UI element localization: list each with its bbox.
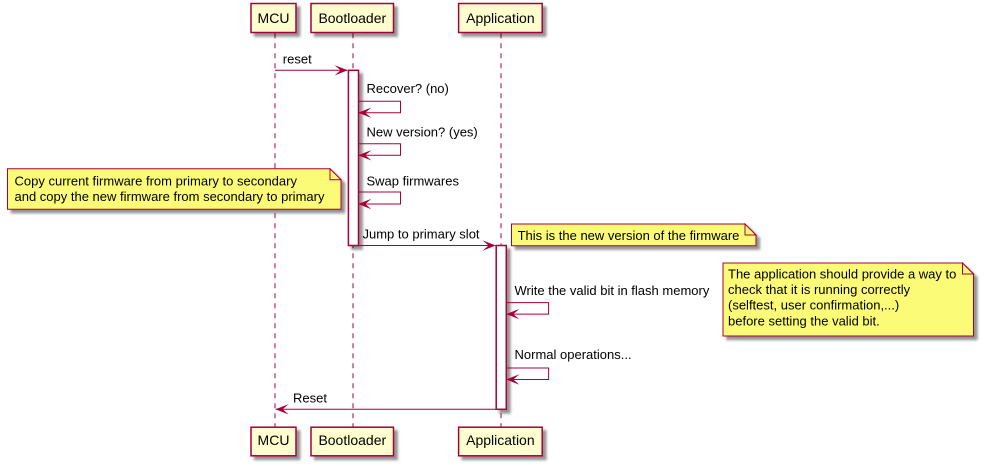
svg-text:Swap firmwares: Swap firmwares [367, 174, 460, 189]
svg-text:Application: Application [466, 10, 535, 26]
svg-text:Bootloader: Bootloader [318, 432, 386, 448]
svg-text:Application: Application [466, 432, 535, 448]
svg-text:reset: reset [283, 51, 312, 66]
svg-text:Bootloader: Bootloader [318, 10, 386, 26]
svg-text:This is the new version of the: This is the new version of the firmware [518, 228, 740, 243]
svg-text:(selftest, user confirmation,.: (selftest, user confirmation,...) [728, 298, 899, 313]
svg-text:before setting the valid bit.: before setting the valid bit. [728, 313, 880, 328]
svg-text:MCU: MCU [258, 432, 290, 448]
svg-text:Recover? (no): Recover? (no) [367, 81, 449, 96]
svg-text:Jump to primary slot: Jump to primary slot [363, 227, 480, 242]
svg-text:Write the valid bit in flash m: Write the valid bit in flash memory [515, 283, 710, 298]
svg-text:Normal operations...: Normal operations... [515, 347, 632, 362]
svg-text:and copy the new firmware from: and copy the new firmware from secondary… [15, 189, 325, 204]
svg-text:MCU: MCU [258, 10, 290, 26]
svg-text:check that it is running corre: check that it is running correctly [728, 282, 911, 297]
svg-text:The application should provide: The application should provide a way to [728, 267, 956, 282]
svg-text:Copy current firmware from pri: Copy current firmware from primary to se… [15, 173, 298, 188]
svg-text:Reset: Reset [293, 391, 327, 406]
svg-text:New version? (yes): New version? (yes) [367, 125, 478, 140]
